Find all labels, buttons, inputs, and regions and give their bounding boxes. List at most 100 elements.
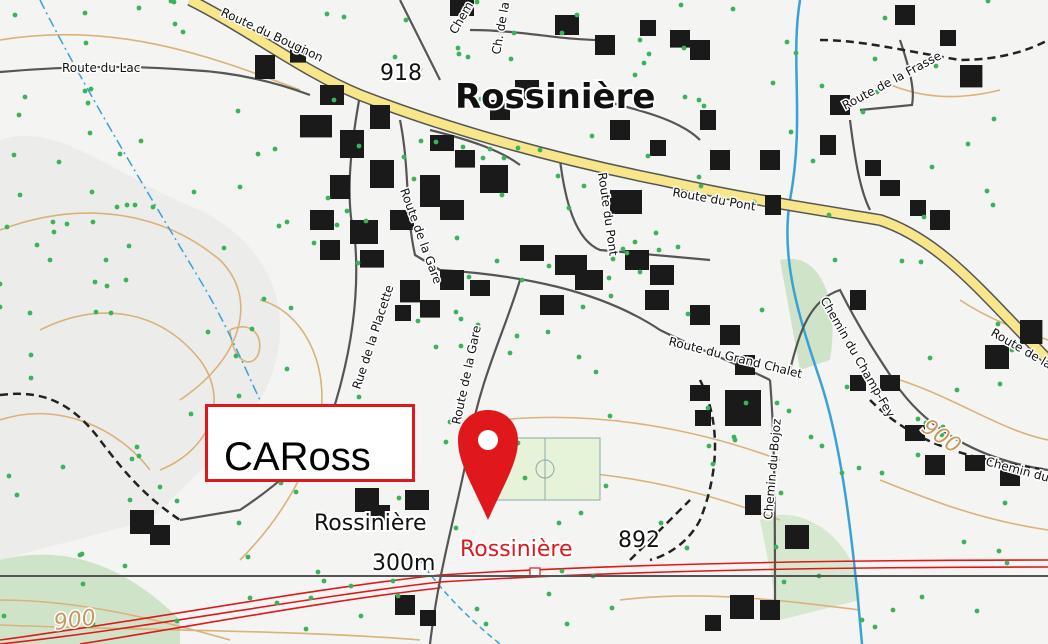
road-label: Route du Lac (62, 61, 140, 75)
building (370, 160, 394, 188)
tree-dot (272, 146, 278, 152)
tree-dot (819, 443, 825, 449)
building (370, 505, 390, 521)
building (850, 290, 866, 310)
tree-dot (580, 304, 586, 310)
tree-dot (89, 189, 95, 195)
building (645, 290, 669, 310)
tree-dot (675, 244, 681, 250)
tree-dot (103, 257, 109, 263)
tree-dot (134, 444, 140, 450)
tree-dot (17, 192, 23, 198)
building (905, 425, 925, 441)
tree-dot (221, 245, 227, 251)
tree-dot (344, 208, 350, 214)
tree-dot (83, 40, 89, 46)
tree-dot (576, 354, 582, 360)
tree-dot (1002, 500, 1008, 506)
tree-dot (646, 51, 652, 57)
tree-dot (117, 151, 123, 157)
building (930, 210, 950, 230)
main-road (187, 0, 1048, 364)
tree-dot (390, 578, 396, 584)
building (650, 140, 666, 156)
tree-dot (637, 37, 643, 43)
tree-dot (788, 129, 794, 135)
tree-dot (453, 525, 459, 531)
tree-dot (237, 184, 243, 190)
building (760, 600, 780, 620)
tree-dot (603, 483, 609, 489)
tree-dot (276, 223, 282, 229)
tree-dot (355, 260, 361, 266)
tree-dot (632, 239, 638, 245)
tree-dot (315, 569, 321, 575)
tree-dot (546, 591, 552, 597)
tree-dot (456, 51, 462, 57)
building (480, 165, 508, 193)
building (520, 245, 544, 261)
tree-dot (1004, 560, 1010, 566)
tree-dot (274, 600, 280, 606)
scale-bar (0, 575, 1048, 577)
building (405, 490, 429, 510)
building (785, 525, 809, 549)
tree-dot (919, 594, 925, 600)
tree-dot (90, 621, 96, 627)
tree-dot (954, 387, 960, 393)
building (850, 375, 866, 391)
tree-dot (132, 202, 138, 208)
tree-dot (508, 56, 514, 62)
tree-dot (433, 344, 439, 350)
tree-dot (64, 221, 70, 227)
tree-dot (6, 473, 12, 479)
tree-dot (882, 15, 888, 21)
popup-text: CARoss (224, 435, 371, 479)
tree-dot (293, 489, 299, 495)
place-labels: Rossinière 918 892 Rossinière Rossinière… (312, 59, 662, 578)
tree-dot (574, 12, 580, 18)
tree-dot (545, 329, 551, 335)
tree-dot (918, 259, 924, 265)
building (150, 525, 170, 545)
map-pin-icon[interactable] (458, 410, 518, 520)
tree-dot (589, 133, 595, 139)
tree-dot (255, 151, 261, 157)
tree-dot (556, 520, 562, 526)
tree-dot (995, 321, 1001, 327)
building (690, 40, 710, 60)
tree-dot (88, 86, 94, 92)
tree-dot (236, 520, 242, 526)
tree-dot (483, 621, 489, 627)
tree-dot (443, 439, 449, 445)
tree-dot (620, 246, 626, 252)
building (395, 595, 415, 615)
building (650, 265, 674, 285)
station-label: Rossinière (460, 537, 572, 562)
tree-dot (92, 279, 98, 285)
tree-dot (839, 470, 845, 476)
tree-dot (471, 346, 477, 352)
tree-dot (172, 21, 178, 27)
tree-dot (47, 257, 53, 263)
building (370, 105, 390, 129)
tree-dot (581, 183, 587, 189)
tree-dot (334, 222, 340, 228)
tree-dot (1009, 347, 1015, 353)
tree-dot (624, 250, 630, 256)
building (360, 250, 384, 268)
tree-dot (701, 103, 707, 109)
vegetation-dots (0, 0, 1015, 632)
building (430, 135, 454, 151)
marker-popup[interactable]: CARoss (205, 404, 415, 482)
tree-dot (356, 143, 362, 149)
tree-dot (826, 212, 832, 218)
tree-dot (22, 94, 28, 100)
building (450, 0, 474, 16)
tree-dot (997, 381, 1003, 387)
building (965, 455, 985, 471)
building (1000, 470, 1020, 486)
tree-dot (546, 263, 552, 269)
